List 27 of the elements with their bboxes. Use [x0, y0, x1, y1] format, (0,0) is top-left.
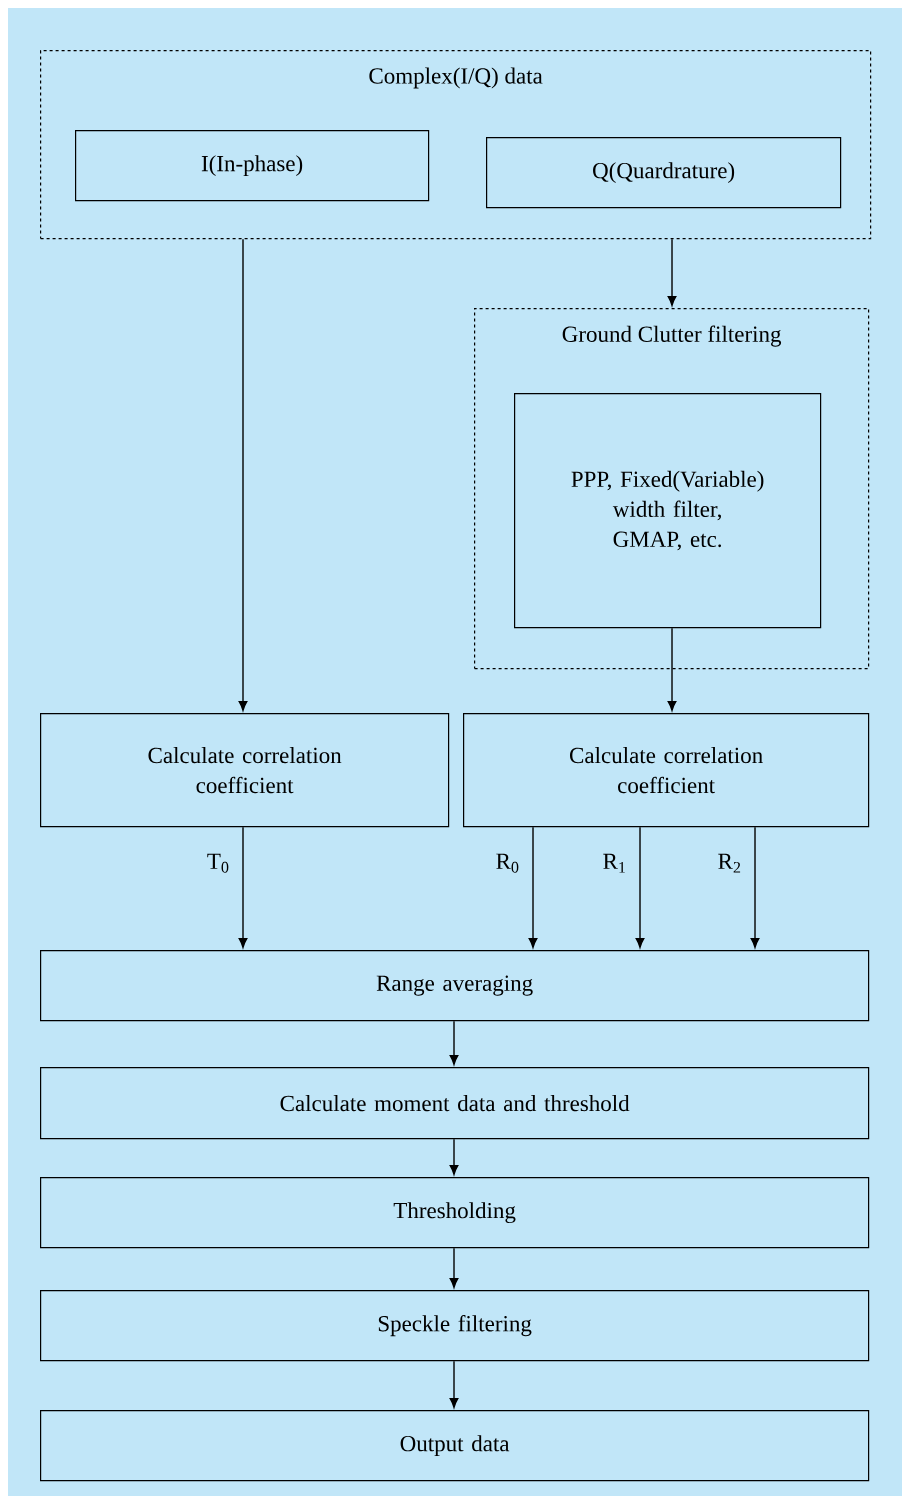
- arrow: [449, 1247, 459, 1289]
- arrow: [449, 1360, 459, 1409]
- process-box: I(In-phase): [75, 130, 430, 202]
- edge-label: T$_{0}$: [207, 853, 229, 873]
- process-box: Q(Quardrature): [486, 137, 842, 209]
- arrow: [667, 627, 677, 712]
- process-box: Output data: [40, 1410, 870, 1482]
- arrow: [667, 238, 677, 307]
- group-title: Ground Clutter filtering: [562, 325, 782, 347]
- arrow: [635, 826, 645, 949]
- arrow: [449, 1138, 459, 1176]
- process-box: PPP, Fixed(Variable) width filter, GMAP, etc.: [514, 393, 822, 629]
- edge-label: R$_{1}$: [603, 853, 625, 873]
- process-box: Calculate correlation coefficient: [40, 713, 450, 828]
- arrow: [750, 826, 760, 949]
- arrow: [528, 826, 538, 949]
- arrow: [238, 238, 248, 712]
- process-box: Speckle filtering: [40, 1290, 870, 1362]
- edge-label: R$_{2}$: [718, 853, 741, 873]
- process-box: Calculate moment data and threshold: [40, 1067, 870, 1140]
- process-box: Thresholding: [40, 1177, 870, 1249]
- arrow: [449, 1020, 459, 1066]
- edge-label: R$_{0}$: [496, 853, 519, 873]
- group-title: Complex(I/Q) data: [369, 67, 543, 89]
- arrow: [238, 826, 248, 949]
- process-box: Range averaging: [40, 950, 870, 1022]
- process-box: Calculate correlation coefficient: [463, 713, 870, 828]
